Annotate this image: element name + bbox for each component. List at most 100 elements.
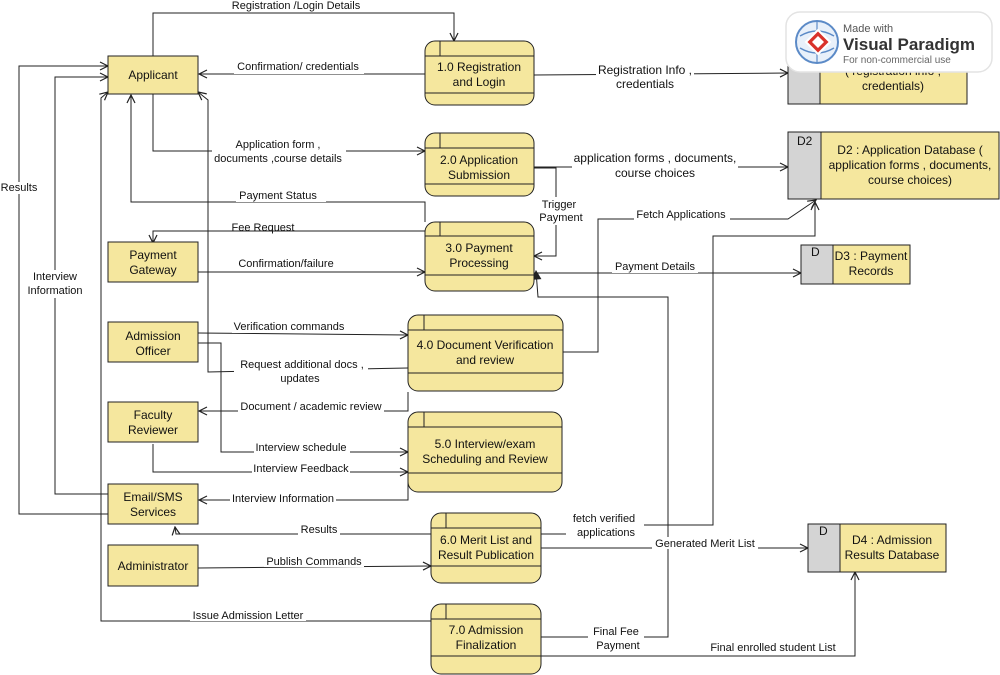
visual-paradigm-watermark: Made with Visual Paradigm For non-commer…: [785, 11, 993, 73]
flow-fee-request[interactable]: [153, 230, 425, 243]
entity-payment-gateway-l2: Gateway: [129, 263, 176, 277]
store-d2-tag: D2: [797, 134, 813, 148]
lbl-payment-status: Payment Status: [239, 190, 317, 202]
watermark-note: For non-commercial use: [843, 55, 951, 66]
entity-faculty-reviewer-l2: Reviewer: [128, 423, 178, 437]
entity-admission-officer-l2: Officer: [135, 344, 170, 358]
lbl-req-docs-1: Request additional docs ,: [240, 359, 364, 371]
store-d4-l2: Results Database: [845, 548, 940, 562]
lbl-interview-feedback: Interview Feedback: [253, 463, 349, 475]
store-d4-l1: D4 : Admission: [852, 533, 932, 547]
entity-applicant[interactable]: Applicant: [107, 55, 199, 95]
entity-payment-gateway-l1: Payment: [129, 248, 177, 262]
lbl-reg-info-2: credentials: [616, 77, 674, 91]
entity-admission-officer-l1: Admission: [125, 329, 180, 343]
flow-registration-login[interactable]: [152, 12, 454, 58]
flow-final-enrolled[interactable]: [541, 572, 855, 657]
process-4-verification[interactable]: 4.0 Document Verification and review: [407, 314, 564, 392]
process-1-l2: and Login: [453, 75, 506, 89]
lbl-verif-cmds: Verification commands: [234, 321, 345, 333]
process-7-l1: 7.0 Admission: [449, 623, 524, 637]
process-6-l1: 6.0 Merit List and: [440, 533, 532, 547]
lbl-req-docs-2: updates: [280, 373, 320, 385]
store-d3-tag: D: [811, 245, 820, 259]
lbl-generated-merit: Generated Merit List: [655, 538, 755, 550]
process-5-interview[interactable]: 5.0 Interview/exam Scheduling and Review: [407, 411, 563, 493]
entity-payment-gateway[interactable]: Payment Gateway: [107, 241, 199, 283]
lbl-trigger-2: Payment: [539, 212, 582, 224]
process-5-l2: Scheduling and Review: [422, 452, 548, 466]
lbl-confirm-creds: Confirmation/ credentials: [237, 61, 359, 73]
lbl-interview-info: Interview Information: [232, 493, 334, 505]
entity-admission-officer[interactable]: Admission Officer: [107, 321, 199, 363]
entity-administrator-label: Administrator: [118, 559, 189, 573]
lbl-publish-cmds: Publish Commands: [266, 556, 362, 568]
lbl-app-forms-store-1: application forms , documents,: [574, 151, 737, 165]
entity-faculty-reviewer[interactable]: Faculty Reviewer: [107, 401, 199, 443]
entity-administrator[interactable]: Administrator: [107, 544, 199, 587]
lbl-interview-schedule: Interview schedule: [255, 442, 346, 454]
lbl-trigger-1: Trigger: [542, 199, 577, 211]
lbl-fetch-apps: Fetch Applications: [636, 209, 726, 221]
process-4-l1: 4.0 Document Verification: [417, 338, 554, 352]
process-1-registration[interactable]: 1.0 Registration and Login: [424, 40, 535, 106]
flow-fetch-verified[interactable]: [541, 202, 815, 535]
lbl-doc-review: Document / academic review: [240, 401, 381, 413]
lbl-fetch-verified-1: fetch verified: [573, 513, 635, 525]
entity-applicant-label: Applicant: [128, 68, 178, 82]
lbl-issue-letter: Issue Admission Letter: [193, 610, 304, 622]
process-3-payment[interactable]: 3.0 Payment Processing: [424, 221, 535, 292]
process-7-finalization[interactable]: 7.0 Admission Finalization: [430, 603, 542, 675]
lbl-app-forms-store-2: course choices: [615, 166, 695, 180]
process-2-l2: Submission: [448, 168, 510, 182]
entity-email-sms-l2: Services: [130, 505, 176, 519]
lbl-confirm-failure: Confirmation/failure: [238, 258, 333, 270]
process-7-l2: Finalization: [456, 638, 517, 652]
store-d4-tag: D: [819, 524, 828, 538]
lbl-results-left: Results: [1, 182, 38, 194]
flow-results-left[interactable]: [18, 66, 108, 515]
watermark-brand: Visual Paradigm: [843, 35, 975, 54]
flow-verification-commands[interactable]: [197, 333, 408, 335]
store-d4[interactable]: D D4 : Admission Results Database: [807, 523, 947, 573]
store-d3-l1: D3 : Payment: [835, 249, 908, 263]
watermark-made-with: Made with: [843, 23, 893, 35]
store-d2-l1: D2 : Application Database (: [837, 143, 982, 157]
lbl-app-form-1: Application form ,: [236, 139, 321, 151]
store-d2-l3: course choices): [868, 173, 952, 187]
lbl-interview-info-left-2: Information: [27, 285, 82, 297]
lbl-final-fee-1: Final Fee: [593, 626, 639, 638]
flow-results[interactable]: [175, 527, 431, 534]
process-2-submission[interactable]: 2.0 Application Submission: [424, 132, 535, 197]
process-1-l1: 1.0 Registration: [437, 60, 521, 74]
process-5-l1: 5.0 Interview/exam: [435, 437, 536, 451]
lbl-reg-info-1: Registration Info ,: [598, 63, 692, 77]
lbl-fetch-verified-2: applications: [577, 527, 636, 539]
lbl-fee-request: Fee Request: [232, 222, 295, 234]
flow-fetch-applications[interactable]: [563, 200, 816, 353]
lbl-interview-info-left-1: Interview: [33, 271, 77, 283]
store-d3-l2: Records: [849, 264, 894, 278]
entity-email-sms[interactable]: Email/SMS Services: [107, 483, 199, 525]
process-6-merit[interactable]: 6.0 Merit List and Result Publication: [430, 512, 542, 584]
lbl-final-fee-2: Payment: [596, 640, 639, 652]
store-d3[interactable]: D D3 : Payment Records: [800, 244, 911, 285]
lbl-app-form-2: documents ,course details: [214, 153, 342, 165]
process-3-l2: Processing: [449, 256, 508, 270]
store-d2[interactable]: D2 D2 : Application Database ( applicati…: [787, 131, 1000, 200]
entity-faculty-reviewer-l1: Faculty: [134, 408, 173, 422]
store-d1-l2: credentials): [862, 79, 924, 93]
process-4-l2: and review: [456, 353, 514, 367]
process-6-l2: Result Publication: [438, 548, 534, 562]
process-3-l1: 3.0 Payment: [445, 241, 513, 255]
lbl-final-enrolled: Final enrolled student List: [710, 642, 835, 654]
process-2-l1: 2.0 Application: [440, 153, 518, 167]
entity-email-sms-l1: Email/SMS: [123, 490, 182, 504]
flow-labels: Registration /Login Details Confirmation…: [0, 0, 836, 654]
visual-paradigm-logo-icon: [795, 20, 839, 64]
lbl-results: Results: [301, 524, 338, 536]
lbl-reg-login: Registration /Login Details: [232, 0, 361, 12]
store-d2-l2: application forms , documents,: [829, 158, 992, 172]
lbl-payment-details: Payment Details: [615, 261, 696, 273]
